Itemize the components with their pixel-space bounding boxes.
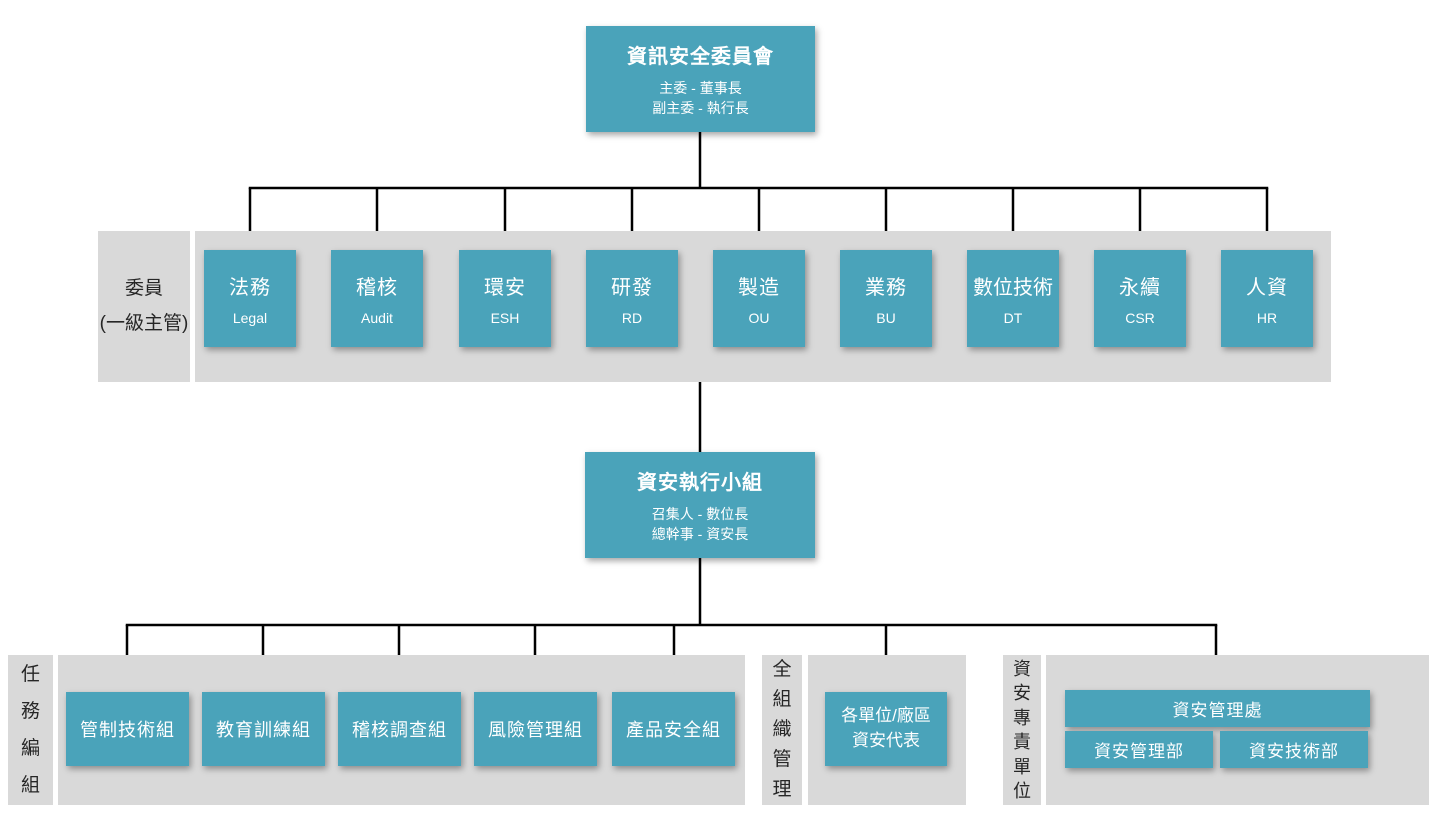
member-box-esh: 環安 ESH <box>459 250 551 347</box>
member-zh: 永續 <box>1119 277 1161 299</box>
member-zh: 人資 <box>1246 277 1288 299</box>
dept2-label: 資安技術部 <box>1249 742 1339 761</box>
dept1-label: 資安管理部 <box>1094 742 1184 761</box>
exec-team-secretary: 總幹事 - 資安長 <box>651 526 749 542</box>
member-en: DT <box>1003 310 1023 326</box>
member-en: ESH <box>490 310 520 326</box>
task-box-education-training: 教育訓練組 <box>202 692 325 766</box>
committee-title: 資訊安全委員會 <box>627 45 774 68</box>
dedicated-unit-label: 資安專責單位 <box>1003 655 1041 805</box>
member-zh: 稽核 <box>356 277 398 299</box>
member-en: OU <box>748 310 770 326</box>
task-box-label: 風險管理組 <box>488 720 583 740</box>
exec-team-title: 資安執行小組 <box>637 471 763 494</box>
members-label-line1: 委員 <box>124 278 163 300</box>
exec-team-convener: 召集人 - 數位長 <box>651 505 749 522</box>
committee-subtitle: 主委 - 董事長 副主委 - 執行長 <box>652 78 748 119</box>
rep-box-line2: 資安代表 <box>852 731 920 750</box>
task-box-risk-management: 風險管理組 <box>474 692 597 766</box>
exec-team-subtitle: 召集人 - 數位長 總幹事 - 資安長 <box>652 504 748 545</box>
members-row-label: 委員 (一級主管) <box>98 231 190 382</box>
committee-chair: 主委 - 董事長 <box>659 79 742 96</box>
dedicated-unit-band <box>1046 655 1429 805</box>
member-zh: 業務 <box>865 277 907 299</box>
committee-vice-chair: 副主委 - 執行長 <box>652 100 749 116</box>
task-box-label: 管制技術組 <box>80 720 175 740</box>
task-force-label: 任務編組 <box>8 655 53 805</box>
task-box-product-security: 產品安全組 <box>612 692 735 766</box>
member-box-rd: 研發 RD <box>586 250 678 347</box>
member-en: Audit <box>361 310 393 326</box>
member-box-dt: 數位技術 DT <box>967 250 1059 347</box>
rep-box-line1: 各單位/廠區 <box>841 706 931 726</box>
member-box-ou: 製造 OU <box>713 250 805 347</box>
task-box-audit-investigation: 稽核調查組 <box>338 692 461 766</box>
member-zh: 數位技術 <box>973 277 1053 299</box>
members-label-line2: (一級主管) <box>99 312 189 334</box>
security-technology-dept-box: 資安技術部 <box>1220 731 1368 768</box>
member-zh: 環安 <box>484 277 526 299</box>
member-box-csr: 永續 CSR <box>1094 250 1186 347</box>
dedicated-unit-label-text: 資安專責單位 <box>1012 658 1031 802</box>
member-en: Legal <box>232 310 268 326</box>
task-force-label-text: 任務編組 <box>20 664 40 796</box>
security-management-dept-box: 資安管理部 <box>1065 731 1213 768</box>
member-box-legal: 法務 Legal <box>204 250 296 347</box>
member-en: HR <box>1256 310 1278 326</box>
task-box-label: 產品安全組 <box>626 720 721 740</box>
division-label: 資安管理處 <box>1172 701 1263 720</box>
member-zh: 研發 <box>611 277 653 299</box>
member-zh: 法務 <box>229 277 271 299</box>
member-box-audit: 稽核 Audit <box>331 250 423 347</box>
org-wide-label-text: 全組織管理 <box>772 659 792 800</box>
exec-team-box: 資安執行小組 召集人 - 數位長 總幹事 - 資安長 <box>585 452 815 558</box>
member-box-hr: 人資 HR <box>1221 250 1313 347</box>
member-en: BU <box>876 310 896 326</box>
info-security-committee-box: 資訊安全委員會 主委 - 董事長 副主委 - 執行長 <box>586 26 815 132</box>
org-wide-label: 全組織管理 <box>762 655 802 805</box>
unit-site-rep-box: 各單位/廠區 資安代表 <box>825 692 947 766</box>
task-box-label: 教育訓練組 <box>216 720 311 740</box>
member-en: CSR <box>1125 310 1155 326</box>
security-management-division-box: 資安管理處 <box>1065 690 1370 727</box>
member-zh: 製造 <box>738 277 780 299</box>
member-en: RD <box>621 310 643 326</box>
task-box-label: 稽核調查組 <box>352 720 447 740</box>
member-box-bu: 業務 BU <box>840 250 932 347</box>
task-box-control-tech: 管制技術組 <box>66 692 189 766</box>
